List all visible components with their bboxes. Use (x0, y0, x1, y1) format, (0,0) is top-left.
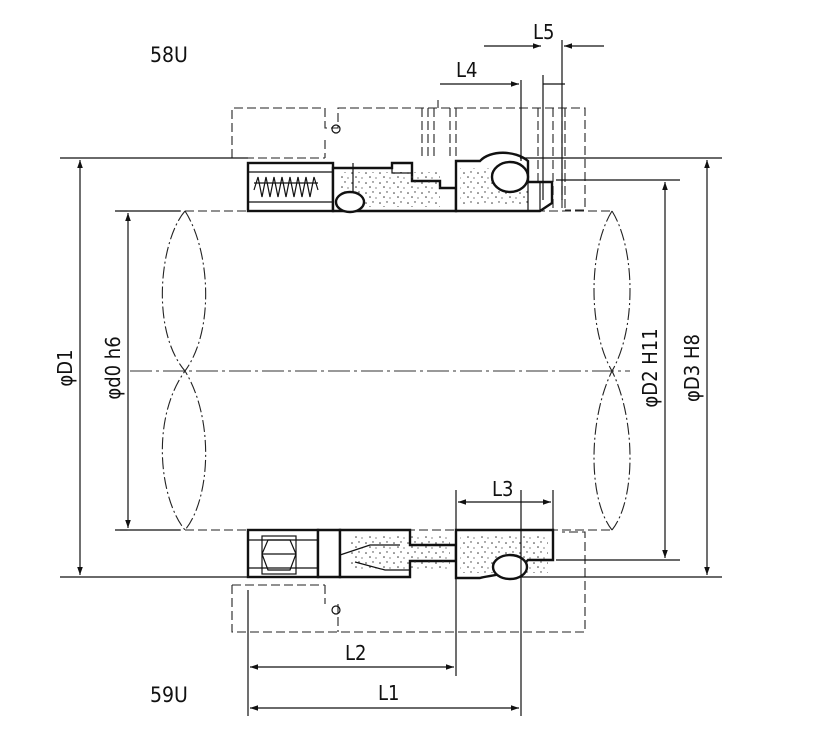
variant-label-bottom: 59U (150, 683, 188, 707)
seal-section-top (246, 151, 554, 214)
dim-label-l3: L3 (492, 477, 513, 501)
extension-lines (60, 40, 722, 716)
dim-label-d2: φD2 H11 (638, 328, 662, 407)
seal-section-bottom (246, 528, 555, 581)
dim-label-l5: L5 (533, 20, 554, 44)
dim-label-l1: L1 (378, 681, 399, 705)
dim-label-d3: φD3 H8 (680, 334, 704, 402)
dim-label-l2: L2 (345, 641, 366, 665)
dim-label-l4: L4 (456, 58, 477, 82)
shaft (120, 210, 631, 531)
variant-label-top: 58U (150, 43, 188, 67)
dim-label-d1: φD1 (53, 349, 77, 386)
housing-bottom (231, 531, 586, 633)
dim-label-d0: φd0 h6 (101, 336, 125, 399)
dimension-lines (77, 43, 710, 711)
